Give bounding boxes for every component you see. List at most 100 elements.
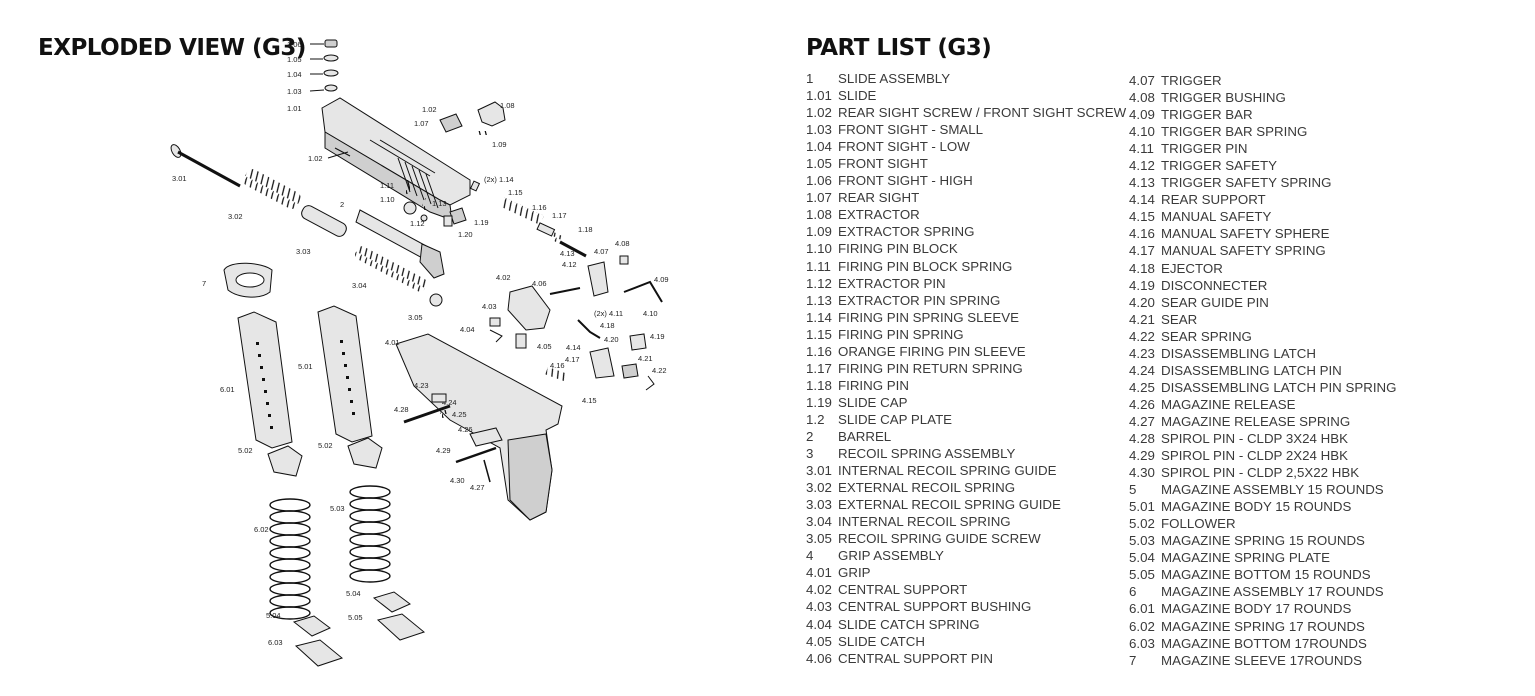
part-number: 3 bbox=[806, 446, 814, 462]
callout-4-01: 4.01 bbox=[385, 338, 400, 347]
callout-4-27: 4.27 bbox=[470, 483, 485, 492]
callout-1-16: 1.16 bbox=[532, 203, 547, 212]
part-name: DISASSEMBLING LATCH PIN SPRING bbox=[1161, 379, 1397, 395]
part-number: 1.13 bbox=[806, 292, 832, 308]
callout-1-07: 1.07 bbox=[414, 119, 429, 128]
part-name: TRIGGER BAR SPRING bbox=[1161, 124, 1308, 140]
part-name: INTERNAL RECOIL SPRING GUIDE bbox=[838, 463, 1057, 479]
grip-frame: 4.01 bbox=[385, 333, 563, 521]
callout-1-19: 1.19 bbox=[474, 218, 489, 227]
part-number: 6 bbox=[1129, 584, 1137, 600]
part-number: 2 bbox=[806, 428, 814, 444]
part-number: 3.03 bbox=[806, 497, 832, 513]
callout-3-01: 3.01 bbox=[172, 174, 187, 183]
part-number: 4.12 bbox=[1129, 158, 1155, 174]
part-name: MAGAZINE SPRING PLATE bbox=[1161, 550, 1330, 566]
part-number: 4.10 bbox=[1129, 124, 1155, 140]
part-row: 4.11 TRIGGER PIN bbox=[1129, 140, 1396, 157]
part-row: 1.04 FRONT SIGHT - LOW bbox=[806, 138, 1126, 155]
exploded-view-title: EXPLODED VIEW (G3) bbox=[38, 35, 306, 61]
part-name: GRIP bbox=[838, 565, 871, 581]
part-row: 6 MAGAZINE ASSEMBLY 17 ROUNDS bbox=[1129, 583, 1396, 600]
part-name: SLIDE CAP bbox=[838, 394, 908, 410]
part-number: 4.29 bbox=[1129, 448, 1155, 464]
part-number: 1.19 bbox=[806, 394, 832, 410]
callout-4-18: 4.18 bbox=[600, 321, 615, 330]
callout-1-02-a: 1.02 bbox=[308, 154, 323, 163]
callout-4-26: 4.26 bbox=[458, 425, 473, 434]
part-number: 4.06 bbox=[806, 650, 832, 666]
part-number: 4.08 bbox=[1129, 90, 1155, 106]
part-number: 1.17 bbox=[806, 360, 832, 376]
part-name: SLIDE bbox=[838, 88, 877, 104]
part-number: 1.04 bbox=[806, 139, 832, 155]
callout-1-14: (2x) 1.14 bbox=[484, 175, 514, 184]
part-number: 5 bbox=[1129, 482, 1137, 498]
part-name: FRONT SIGHT - LOW bbox=[838, 139, 970, 155]
part-number: 6.02 bbox=[1129, 618, 1155, 634]
part-number: 1.16 bbox=[806, 343, 832, 359]
part-number: 4.30 bbox=[1129, 465, 1155, 481]
part-number: 4.15 bbox=[1129, 209, 1155, 225]
callout-4-07: 4.07 bbox=[594, 247, 609, 256]
part-number: 4.27 bbox=[1129, 413, 1155, 429]
part-name: MAGAZINE SPRING 17 ROUNDS bbox=[1161, 618, 1365, 634]
part-number: 1.06 bbox=[806, 173, 832, 189]
part-row: 4.01 GRIP bbox=[806, 564, 1126, 581]
part-number: 1.03 bbox=[806, 122, 832, 138]
callout-6-01: 6.01 bbox=[220, 385, 235, 394]
part-number: 4.03 bbox=[806, 599, 832, 615]
callout-4-23: 4.23 bbox=[414, 381, 429, 390]
callout-4-20: 4.20 bbox=[604, 335, 619, 344]
part-number: 6.01 bbox=[1129, 601, 1155, 617]
callout-4-21: 4.21 bbox=[638, 354, 653, 363]
part-name: TRIGGER SAFETY SPRING bbox=[1161, 175, 1332, 191]
part-name: TRIGGER PIN bbox=[1161, 141, 1248, 157]
part-number: 5.01 bbox=[1129, 499, 1155, 515]
callout-3-05: 3.05 bbox=[408, 313, 423, 322]
part-number: 4.04 bbox=[806, 616, 832, 632]
part-name: MAGAZINE ASSEMBLY 17 ROUNDS bbox=[1161, 584, 1384, 600]
part-name: REAR SIGHT bbox=[838, 190, 920, 206]
callout-1-17: 1.17 bbox=[552, 211, 567, 220]
part-name: MAGAZINE SLEEVE 17ROUNDS bbox=[1161, 652, 1362, 668]
callout-5-04-b: 5.04 bbox=[266, 611, 281, 620]
part-number: 1.10 bbox=[806, 241, 832, 257]
part-number: 5.02 bbox=[1129, 516, 1155, 532]
front-sight-stack bbox=[309, 39, 339, 92]
part-number: 4.01 bbox=[806, 565, 832, 581]
callout-5-03: 5.03 bbox=[330, 504, 345, 513]
callout-4-19: 4.19 bbox=[650, 332, 665, 341]
part-name: TRIGGER bbox=[1161, 73, 1222, 88]
slide-part bbox=[321, 97, 471, 221]
callout-5-01: 5.01 bbox=[298, 362, 313, 371]
part-number: 4.05 bbox=[806, 633, 832, 649]
part-number: 4.11 bbox=[1129, 141, 1154, 157]
part-number: 1.2 bbox=[806, 411, 825, 427]
part-name: FIRING PIN bbox=[838, 377, 909, 393]
callout-5-05: 5.05 bbox=[348, 613, 363, 622]
part-number: 1.11 bbox=[806, 258, 831, 274]
